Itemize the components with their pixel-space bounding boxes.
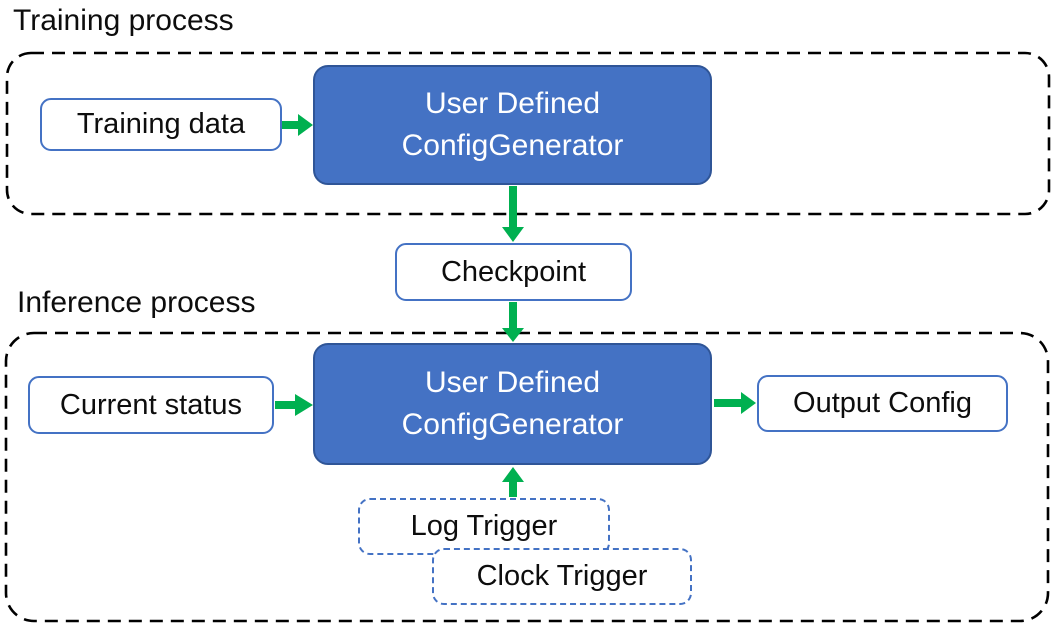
arrow-generator-to-output-config xyxy=(714,392,756,414)
training-config-generator-box: User Defined ConfigGenerator xyxy=(313,65,712,185)
current-status-box: Current status xyxy=(28,376,274,434)
training-data-box: Training data xyxy=(40,98,282,151)
training-process-title: Training process xyxy=(13,4,234,37)
clock-trigger-box: Clock Trigger xyxy=(432,548,692,605)
arrow-checkpoint-to-inference-generator xyxy=(502,302,524,342)
inference-config-generator-box: User Defined ConfigGenerator xyxy=(313,343,712,465)
inference-generator-line2: ConfigGenerator xyxy=(401,408,624,441)
log-trigger-box: Log Trigger xyxy=(358,498,610,555)
checkpoint-box: Checkpoint xyxy=(395,243,632,301)
inference-generator-line1: User Defined xyxy=(424,366,601,399)
training-generator-line2: ConfigGenerator xyxy=(401,129,624,162)
arrow-training-data-to-generator xyxy=(281,114,313,136)
inference-process-title: Inference process xyxy=(17,286,256,319)
output-config-box: Output Config xyxy=(757,375,1008,432)
arrow-current-status-to-generator xyxy=(275,394,313,416)
training-generator-line1: User Defined xyxy=(424,87,601,120)
arrow-generator-to-checkpoint xyxy=(502,186,524,242)
arrow-triggers-to-generator xyxy=(502,467,524,497)
